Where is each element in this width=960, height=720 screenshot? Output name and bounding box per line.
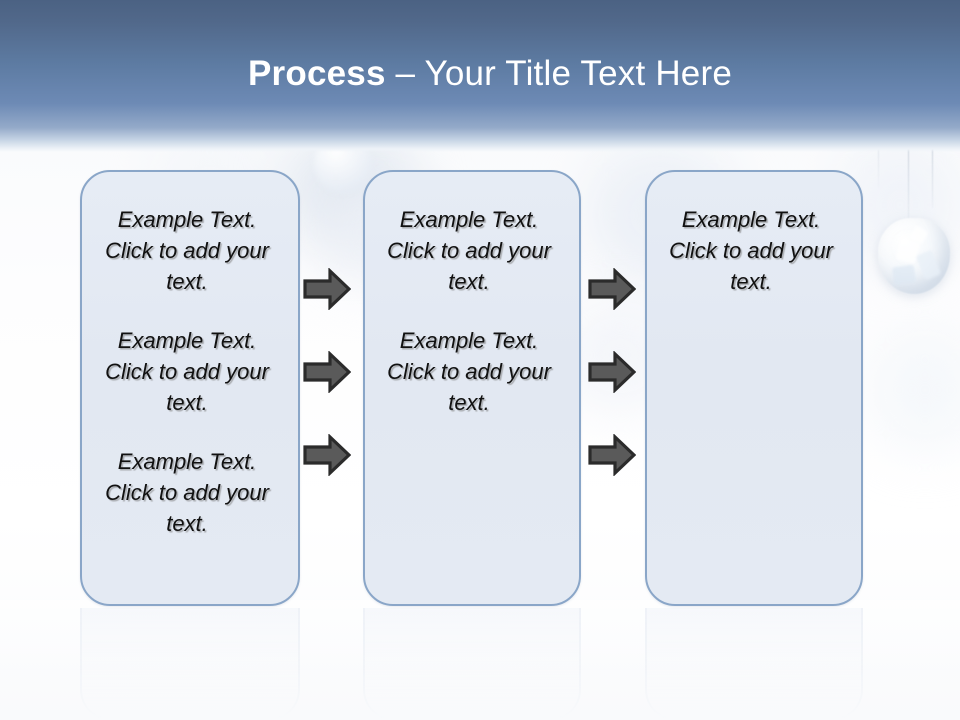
box-reflection	[645, 608, 863, 720]
page-title: Process – Your Title Text Here	[0, 52, 960, 96]
process-text[interactable]: Example Text. Click to add your text.	[105, 328, 269, 415]
title-banner	[0, 0, 960, 152]
process-text[interactable]: Example Text. Click to add your text.	[669, 207, 833, 294]
process-box-2-content: Example Text. Click to add your text. Ex…	[365, 204, 579, 418]
process-text[interactable]: Example Text. Click to add your text.	[105, 449, 269, 536]
page-title-rest: – Your Title Text Here	[385, 54, 732, 93]
ornament-string	[878, 148, 879, 188]
process-text[interactable]: Example Text. Click to add your text.	[387, 207, 551, 294]
process-text[interactable]: Example Text. Click to add your text.	[387, 328, 551, 415]
box-reflection	[80, 608, 300, 720]
box-reflection	[363, 608, 581, 720]
ornament-string	[932, 148, 933, 208]
crystal-facet	[891, 264, 917, 286]
process-text[interactable]: Example Text. Click to add your text.	[105, 207, 269, 294]
right-block-arrow-icon[interactable]	[303, 351, 351, 393]
right-block-arrow-icon[interactable]	[303, 434, 351, 476]
right-block-arrow-icon[interactable]	[588, 268, 636, 310]
process-box-3-content: Example Text. Click to add your text.	[647, 204, 861, 297]
page-title-strong: Process	[248, 54, 386, 93]
ornament-string	[908, 148, 909, 226]
right-block-arrow-icon[interactable]	[588, 351, 636, 393]
right-block-arrow-icon[interactable]	[303, 268, 351, 310]
process-box-2[interactable]: Example Text. Click to add your text. Ex…	[363, 170, 581, 606]
process-box-1[interactable]: Example Text. Click to add your text. Ex…	[80, 170, 300, 606]
process-box-3[interactable]: Example Text. Click to add your text.	[645, 170, 863, 606]
process-box-1-content: Example Text. Click to add your text. Ex…	[82, 204, 298, 539]
right-block-arrow-icon[interactable]	[588, 434, 636, 476]
